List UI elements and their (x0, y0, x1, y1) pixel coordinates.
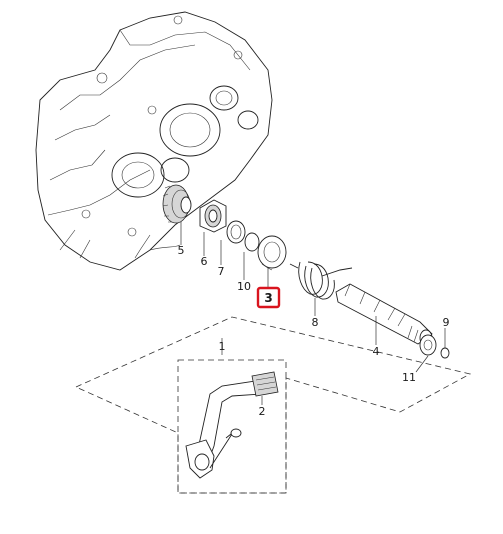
part-label-3[interactable]: 3 (264, 291, 272, 305)
part-label-10: 10 (237, 280, 251, 293)
highlight-box[interactable] (256, 286, 281, 309)
part-label-6: 6 (201, 255, 208, 268)
highlighted-part-3[interactable]: 3 (256, 286, 281, 309)
end-clip-part (440, 347, 450, 359)
kick-lever-part (185, 371, 279, 479)
washer-part (226, 220, 246, 244)
spring-guide-part (257, 235, 287, 271)
part-label-4: 4 (373, 345, 380, 358)
part-labels: 5 6 7 10 8 4 11 9 1 2 (178, 244, 450, 418)
leader-lines (180, 222, 446, 405)
part-label-1: 1 (219, 340, 226, 353)
part-label-5: 5 (178, 244, 185, 257)
part-label-11: 11 (402, 371, 416, 384)
kick-lever-assembly-outline (75, 316, 472, 494)
part-label-2: 2 (259, 405, 266, 418)
crankcase-illustration (35, 11, 273, 271)
ratchet-part (199, 199, 227, 233)
part-label-8: 8 (312, 316, 319, 329)
torsion-spring-part (289, 261, 353, 300)
part-label-7: 7 (218, 265, 225, 278)
end-washer-part (419, 334, 437, 356)
circlip-part (244, 232, 260, 252)
kick-gear-part (162, 184, 192, 224)
kick-shaft-part (335, 283, 433, 347)
part-label-9: 9 (443, 316, 450, 329)
